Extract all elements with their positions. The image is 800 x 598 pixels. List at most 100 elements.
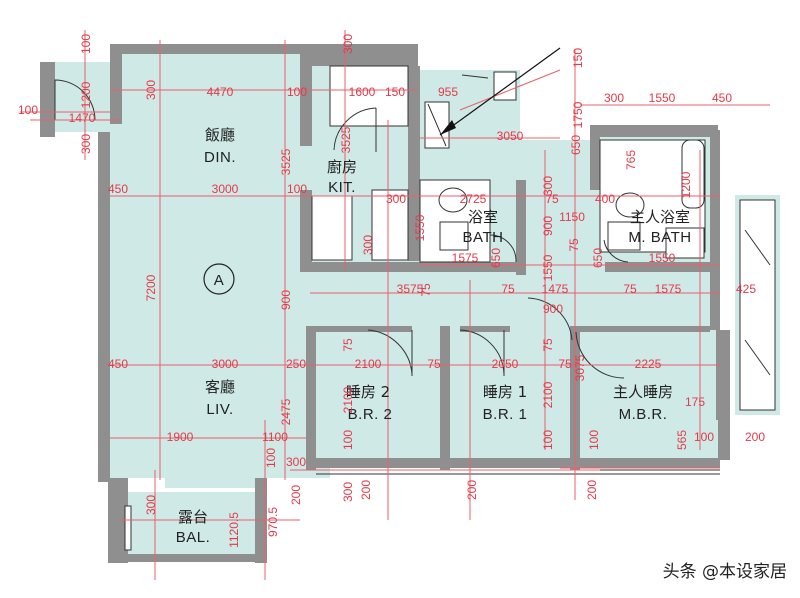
dim-label: 1575 — [655, 282, 682, 296]
dim-label: 425 — [736, 282, 756, 296]
dim-label: 955 — [438, 85, 458, 99]
dim-label: 3000 — [212, 182, 239, 196]
dim-label: 900 — [543, 302, 563, 316]
dim-label: 1550 — [541, 254, 555, 281]
dim-label: 3000 — [212, 357, 239, 371]
dim-label: 75 — [419, 283, 433, 297]
dim-label: 300 — [341, 34, 355, 54]
dim-label: 2050 — [492, 357, 519, 371]
unit-marker-label: A — [214, 272, 225, 289]
dim-label: 765 — [624, 150, 638, 170]
dim-label: 300 — [386, 192, 406, 206]
dimension-lines — [20, 30, 770, 580]
dim-label: 1600 — [349, 85, 376, 99]
dim-label: 100 — [18, 103, 38, 117]
master-bedroom-label-en: M.B.R. — [619, 406, 668, 423]
dim-label: 1550 — [649, 251, 676, 265]
dim-label: 1100 — [262, 430, 288, 444]
dim-label: 1750 — [571, 101, 585, 128]
fixtures — [124, 65, 776, 551]
dim-label: 100 — [79, 34, 93, 54]
bath-label-en: BATH — [463, 229, 504, 246]
dim-label: 75 — [541, 338, 555, 352]
bedroom2-label-en: B.R. 2 — [348, 406, 393, 423]
dim-label: 75 — [623, 282, 637, 296]
watermark: 头条 @本设家居 — [663, 562, 787, 582]
dim-label: 300 — [541, 176, 555, 196]
dim-label: 200 — [359, 480, 373, 500]
living-label-cn: 客廳 — [205, 378, 235, 396]
kitchen-label-cn: 廚房 — [327, 158, 357, 176]
dim-label: 200 — [745, 430, 765, 444]
dim-label: 75 — [341, 338, 355, 352]
dim-label: 1475 — [542, 282, 569, 296]
dim-label: 1120.5 — [227, 512, 241, 548]
bath-label-cn: 浴室 — [468, 208, 498, 226]
dim-label: 100 — [287, 85, 307, 99]
dim-label: 100 — [587, 430, 601, 450]
dim-label: 1900 — [167, 430, 194, 444]
dim-label: 3525 — [339, 126, 353, 153]
dim-label: 75 — [501, 282, 515, 296]
dim-label: 900 — [541, 216, 555, 236]
bedroom1-label-en: B.R. 1 — [483, 406, 528, 423]
dim-label: 75 — [545, 192, 559, 206]
dim-label: 150 — [571, 48, 585, 68]
dim-label: 200 — [289, 485, 303, 505]
dim-label: 75 — [567, 238, 581, 252]
dim-label: 3575 — [397, 282, 424, 296]
dim-label: 1550 — [649, 91, 676, 105]
room-labels: 飯廳 DIN. 廚房 KIT. 浴室 BATH 主人浴室 M. BATH 客廳 … — [176, 126, 691, 546]
dim-label: 650 — [489, 248, 503, 268]
dim-label: 200 — [465, 480, 479, 500]
dim-label: 100 — [264, 448, 278, 468]
dim-label: 3075 — [573, 354, 587, 381]
dim-label: 75 — [558, 357, 572, 371]
arrow-lines — [439, 47, 561, 136]
vertical-dimension-labels: 100 1200 300 300 300 150 1750 3525 3525 … — [79, 34, 693, 548]
dim-label: 2100 — [341, 386, 355, 413]
dimension-labels: 4470 100 1600 150 955 3050 300 1550 450 … — [18, 85, 765, 469]
dim-label: 100 — [287, 182, 307, 196]
dim-label: 1470 — [69, 111, 96, 125]
dim-label: 175 — [685, 395, 705, 409]
bedroom2-label-cn: 睡房 2 — [346, 383, 390, 401]
dim-label: 1150 — [559, 210, 585, 224]
dim-label: 300 — [286, 455, 306, 469]
dim-label: 150 — [385, 85, 405, 99]
master-bath-label-en: M. BATH — [628, 229, 691, 246]
dim-label: 75 — [427, 357, 441, 371]
living-label-en: LIV. — [206, 401, 233, 418]
dim-label: 450 — [108, 182, 128, 196]
master-bath-label-cn: 主人浴室 — [630, 208, 690, 226]
dim-label: 7200 — [144, 274, 158, 301]
dim-label: 650 — [569, 135, 583, 155]
dim-label: 450 — [712, 91, 732, 105]
dim-label: 900 — [279, 290, 293, 310]
dim-label: 400 — [595, 192, 615, 206]
dim-label: 300 — [604, 91, 624, 105]
dim-label: 4470 — [207, 85, 234, 99]
kitchen-label-en: KIT. — [328, 179, 356, 196]
dim-label: 565 — [675, 430, 689, 450]
dim-label: 1575 — [452, 251, 479, 265]
dim-label: 3050 — [497, 129, 524, 143]
dining-label-cn: 飯廳 — [205, 126, 235, 144]
dim-label: 100 — [694, 430, 714, 444]
unit-marker: A — [203, 263, 235, 295]
dim-label: 300 — [361, 235, 375, 255]
dim-label: 650 — [591, 248, 605, 268]
dim-label: 450 — [108, 357, 128, 371]
dim-label: 200 — [585, 480, 599, 500]
dining-label-en: DIN. — [204, 149, 236, 166]
dim-label: 300 — [144, 495, 158, 515]
dim-label: 2100 — [355, 357, 382, 371]
watermark-text: 头条 @本设家居 — [663, 562, 787, 582]
bedroom1-label-cn: 睡房 1 — [483, 383, 527, 401]
balcony-label-en: BAL. — [176, 529, 211, 546]
dim-label: 1200 — [79, 81, 93, 108]
dim-label: 1550 — [413, 214, 427, 241]
dim-label: 1200 — [679, 171, 693, 198]
dim-label: 300 — [79, 134, 93, 154]
